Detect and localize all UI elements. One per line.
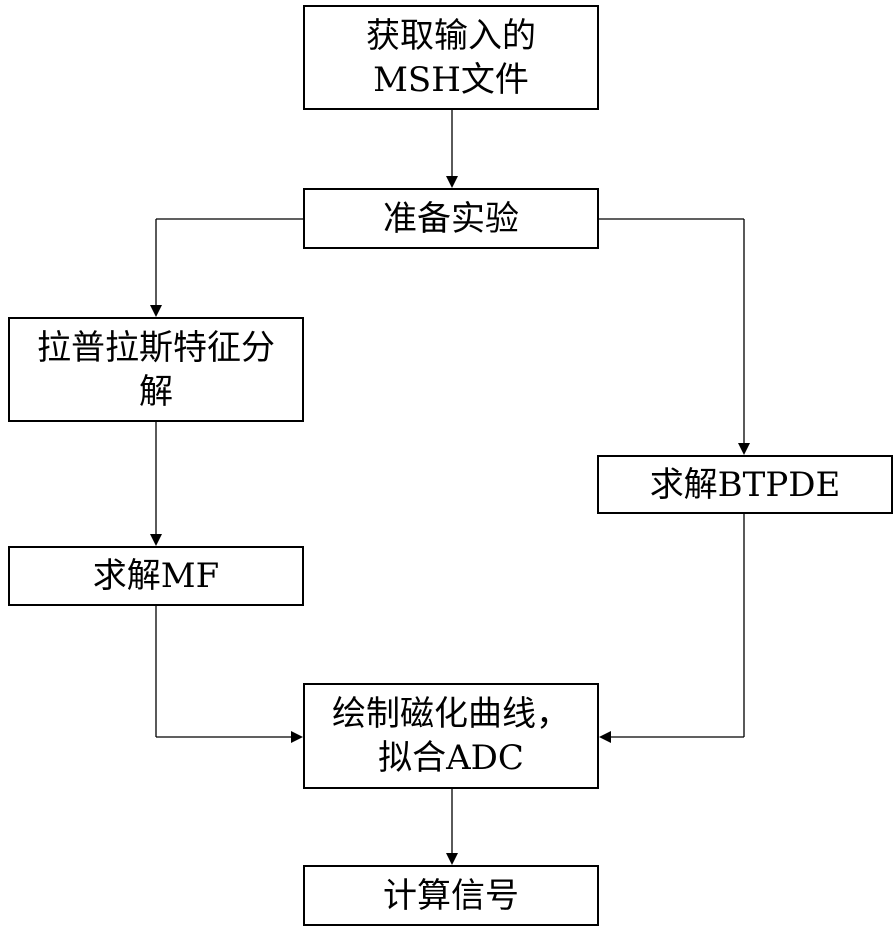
node-compute-signal: 计算信号 — [303, 865, 599, 926]
edge-prepare-to-laplace — [150, 218, 303, 317]
node-plot-and-fit: 绘制磁化曲线， 拟合ADC — [303, 683, 599, 789]
node-solve-mf-label: 求解MF — [92, 556, 220, 596]
node-get-input: 获取输入的 MSH文件 — [303, 5, 599, 110]
node-plot-fit-line2: 拟合ADC — [378, 738, 524, 778]
node-laplace-eigendecomposition: 拉普拉斯特征分 解 — [8, 317, 304, 422]
node-solve-mf: 求解MF — [8, 546, 304, 606]
node-solve-btpde: 求解BTPDE — [597, 455, 893, 514]
edge-laplace-to-mf — [150, 422, 162, 546]
node-laplace-line2: 解 — [139, 371, 173, 412]
node-prepare-experiment: 准备实验 — [303, 188, 599, 249]
edge-plot-to-compute — [446, 789, 458, 865]
node-get-input-line1: 获取输入的 — [366, 15, 536, 56]
node-compute-label: 计算信号 — [383, 875, 519, 916]
node-prepare-label: 准备实验 — [383, 198, 519, 239]
edge-btpde-to-plot — [599, 514, 745, 743]
node-laplace-line1: 拉普拉斯特征分 — [37, 327, 275, 368]
edge-mf-to-plot — [155, 606, 303, 743]
node-plot-fit-line1: 绘制磁化曲线， — [332, 694, 570, 734]
edge-prepare-to-btpde — [599, 218, 750, 455]
edge-input-to-prepare — [446, 110, 458, 188]
node-get-input-line2: MSH文件 — [373, 59, 529, 100]
node-solve-btpde-label: 求解BTPDE — [649, 464, 841, 505]
